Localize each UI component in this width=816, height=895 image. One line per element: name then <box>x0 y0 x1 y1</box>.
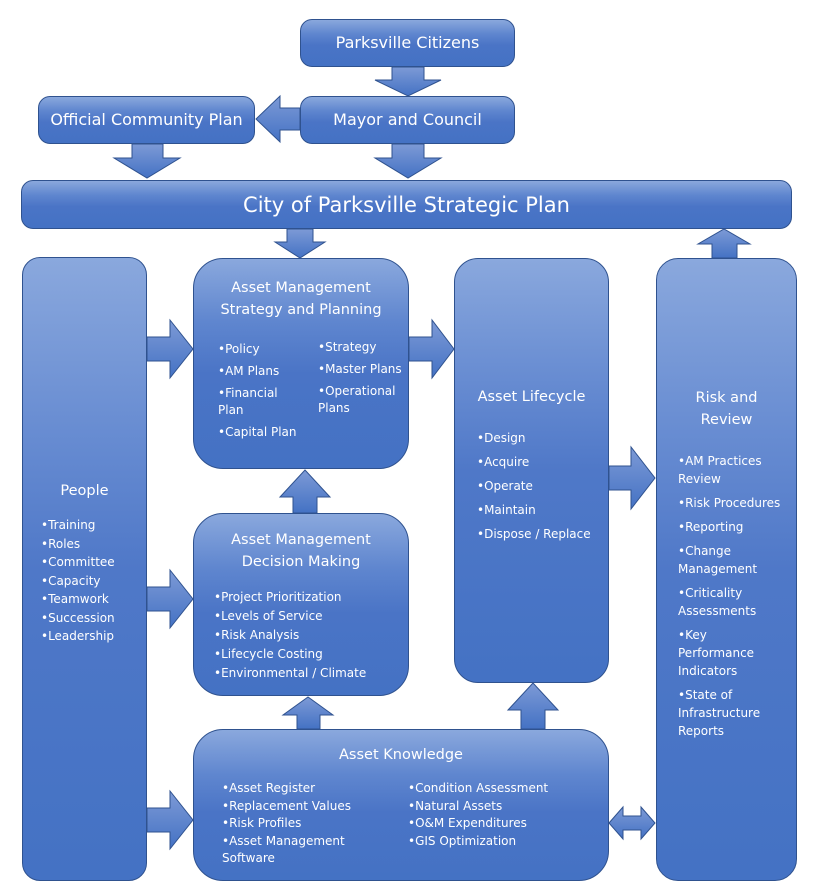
people-item: •Roles <box>41 536 81 551</box>
arrow-mayor-to-strategic-plan <box>373 143 443 179</box>
risk-item: •State of Infrastructure Reports <box>678 688 761 738</box>
parksville-citizens-box: Parksville Citizens <box>300 19 515 67</box>
risk-items: •AM Practices Review •Risk Procedures •R… <box>678 452 790 740</box>
strategy-item: •AM Plans <box>218 364 280 378</box>
people-item: •Capacity <box>41 573 101 588</box>
risk-item: •Risk Procedures <box>678 496 781 510</box>
people-item: •Leadership <box>41 629 115 643</box>
lifecycle-item: •Acquire <box>477 455 530 469</box>
lifecycle-item: •Maintain <box>477 503 536 517</box>
knowledge-right-items: •Condition Assessment •Natural Assets •O… <box>408 780 548 850</box>
strategy-item: •Financial Plan <box>218 386 278 417</box>
risk-item: •Reporting <box>678 520 744 534</box>
risk-item: •Key Performance Indicators <box>678 628 755 678</box>
people-item: •Teamwork <box>41 592 109 606</box>
asset-knowledge-box: Asset Knowledge •Asset Register •Replace… <box>193 729 609 881</box>
parksville-citizens-label: Parksville Citizens <box>335 33 480 52</box>
arrow-mayor-to-ocp <box>255 94 301 144</box>
knowledge-item: •Condition Assessment <box>408 781 549 795</box>
strategy-planning-title-line1: Asset Management <box>231 280 371 296</box>
arrow-citizens-to-mayor <box>374 66 442 97</box>
risk-review-title-line1: Risk and <box>695 390 758 406</box>
risk-item: •Change Management <box>678 544 758 576</box>
people-title: People <box>60 483 109 499</box>
arrow-knowledge-to-decision <box>281 696 335 730</box>
decision-item: •Risk Analysis <box>214 628 300 642</box>
knowledge-item: •Natural Assets <box>408 798 503 813</box>
decision-item: •Levels of Service <box>214 609 323 623</box>
official-community-plan-box: Official Community Plan <box>38 96 255 144</box>
people-item: •Training <box>41 518 96 532</box>
strategy-item: •Master Plans <box>318 362 402 376</box>
decision-making-title-line1: Asset Management <box>231 532 371 548</box>
asset-lifecycle-box: Asset Lifecycle •Design •Acquire •Operat… <box>454 258 609 683</box>
mayor-council-box: Mayor and Council <box>300 96 515 144</box>
lifecycle-item: •Design <box>477 431 526 445</box>
strategy-item: •Capital Plan <box>218 425 297 439</box>
strategy-right-items: •Strategy •Master Plans •Operational Pla… <box>318 339 408 417</box>
decision-item: •Lifecycle Costing <box>214 647 323 661</box>
arrow-decision-to-strategy <box>278 469 332 514</box>
arrow-lifecycle-to-risk <box>608 445 656 511</box>
people-item: •Committee <box>41 555 115 569</box>
knowledge-item: •Risk Profiles <box>222 816 302 830</box>
people-box: People •Training •Roles •Committee •Capa… <box>22 257 147 881</box>
arrow-knowledge-risk-bidirectional <box>608 805 656 841</box>
arrow-people-to-decision <box>146 568 194 630</box>
decision-items: •Project Prioritization •Levels of Servi… <box>214 588 366 683</box>
risk-item: •AM Practices Review <box>678 454 762 486</box>
decision-making-box: Asset Management Decision Making •Projec… <box>193 513 409 696</box>
risk-review-box: Risk and Review •AM Practices Review •Ri… <box>656 258 797 881</box>
risk-review-title-line2: Review <box>700 412 753 428</box>
mayor-council-label: Mayor and Council <box>333 110 482 129</box>
strategy-item: •Policy <box>218 342 260 356</box>
strategy-item: •Strategy <box>318 340 377 354</box>
asset-lifecycle-title: Asset Lifecycle <box>477 389 586 405</box>
official-community-plan-label: Official Community Plan <box>50 110 243 129</box>
strategic-plan-box: City of Parksville Strategic Plan <box>21 180 792 229</box>
people-item: •Succession <box>41 610 115 625</box>
strategy-item: •Operational Plans <box>318 384 396 415</box>
strategic-plan-label: City of Parksville Strategic Plan <box>243 193 570 217</box>
decision-item: •Environmental / Climate <box>214 666 367 680</box>
risk-item: •Criticality Assessments <box>678 586 757 618</box>
decision-item: •Project Prioritization <box>214 590 342 604</box>
lifecycle-item: •Dispose / Replace <box>477 527 591 541</box>
asset-knowledge-title: Asset Knowledge <box>339 747 463 763</box>
arrow-ocp-to-strategic-plan <box>112 143 182 179</box>
strategy-planning-title-line2: Strategy and Planning <box>220 302 382 318</box>
knowledge-left-items: •Asset Register •Replacement Values •Ris… <box>222 780 352 868</box>
knowledge-item: •GIS Optimization <box>408 833 517 848</box>
knowledge-item: •Replacement Values <box>222 798 351 813</box>
strategy-planning-box: Asset Management Strategy and Planning •… <box>193 258 409 469</box>
strategy-left-items: •Policy •AM Plans •Financial Plan •Capit… <box>218 341 303 441</box>
arrow-strategy-to-lifecycle <box>408 318 455 380</box>
lifecycle-items: •Design •Acquire •Operate •Maintain •Dis… <box>477 426 591 546</box>
decision-making-title-line2: Decision Making <box>241 554 361 570</box>
people-items: •Training •Roles •Committee •Capacity •T… <box>41 516 115 646</box>
arrow-strategic-plan-to-strategy <box>273 228 327 259</box>
arrow-people-to-strategy <box>146 318 194 380</box>
arrow-knowledge-to-lifecycle <box>506 682 560 730</box>
knowledge-item: •O&M Expenditures <box>408 816 527 830</box>
lifecycle-item: •Operate <box>477 479 533 493</box>
arrow-people-to-knowledge <box>146 789 194 851</box>
knowledge-item: •Asset Register <box>222 781 316 795</box>
arrow-risk-to-strategic-plan <box>696 228 752 259</box>
knowledge-item: •Asset Management Software <box>222 833 345 866</box>
